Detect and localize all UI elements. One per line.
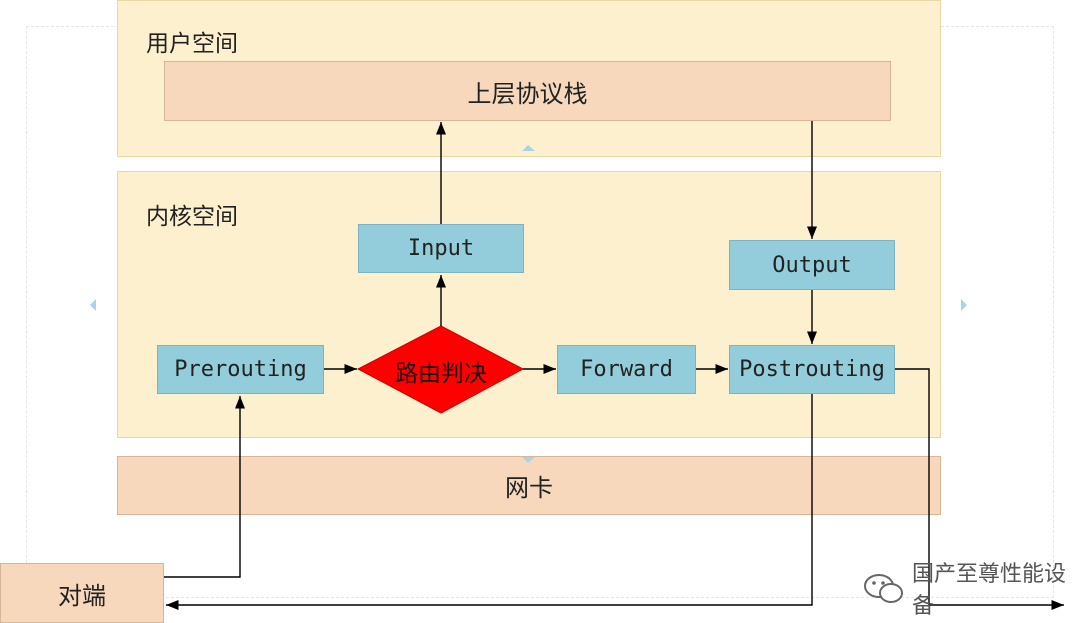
wechat-icon — [864, 574, 903, 603]
prerouting-hook: Prerouting — [157, 345, 324, 394]
routing-decision-diamond — [356, 325, 525, 414]
watermark: 国产至尊性能设备 — [862, 556, 1080, 620]
peer-box: 对端 — [0, 563, 164, 623]
arrow-peer-to-prerouting — [164, 396, 246, 578]
handle-bottom — [522, 457, 535, 463]
postrouting-hook: Postrouting — [729, 345, 895, 394]
arrow-postrouting-to-peer — [166, 394, 813, 611]
forward-hook: Forward — [557, 345, 696, 394]
watermark-text: 国产至尊性能设备 — [912, 562, 1067, 619]
input-hook: Input — [358, 224, 524, 273]
handle-right — [961, 299, 967, 311]
arrow-postrouting-out — [895, 368, 1064, 611]
upper-protocol-stack: 上层协议栈 — [164, 61, 891, 121]
handle-left — [90, 299, 96, 311]
kernel-space-label: 内核空间 — [146, 204, 238, 230]
output-hook: Output — [729, 240, 895, 290]
nic-bar: 网卡 — [117, 456, 941, 515]
routing-decision-label: 路由判决 — [395, 361, 487, 387]
user-space-label: 用户空间 — [146, 31, 238, 57]
handle-top — [522, 145, 535, 151]
